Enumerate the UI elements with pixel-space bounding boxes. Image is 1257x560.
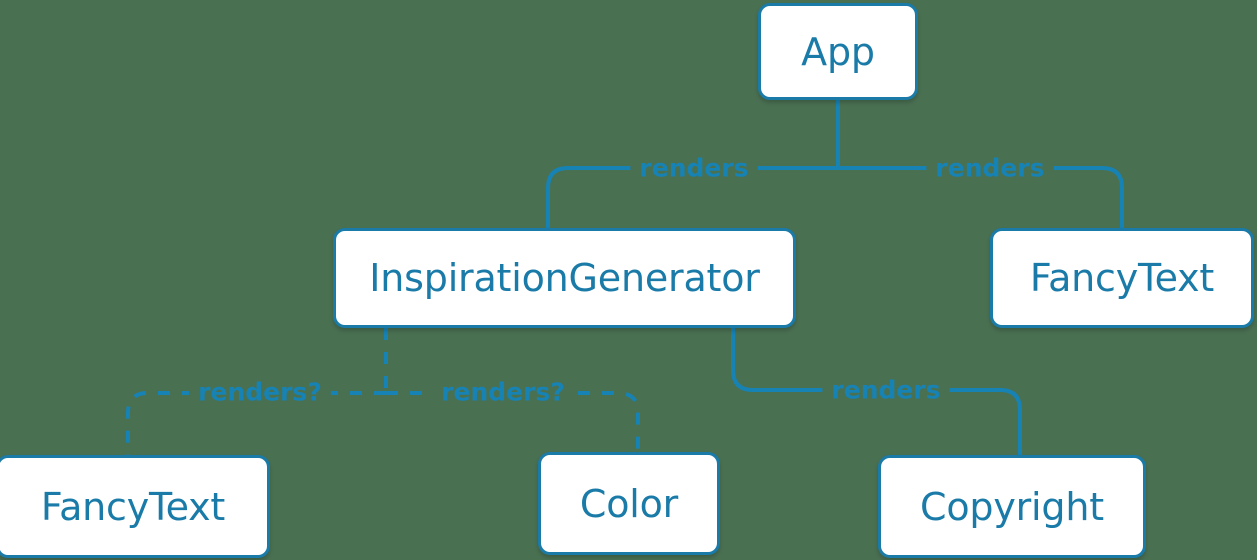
node-label-inspirationgenerator: InspirationGenerator [369,256,760,300]
node-fancytext-left[interactable]: FancyText [0,455,270,558]
node-copyright[interactable]: Copyright [878,455,1146,558]
node-fancytext-right[interactable]: FancyText [990,228,1254,328]
edge-label-inspirationgenerator-to-copyright: renders [831,375,941,405]
node-label-app: App [801,29,875,74]
node-label-copyright: Copyright [920,484,1104,529]
node-app[interactable]: App [758,3,918,100]
edge-app-to-inspirationgenerator [546,166,838,228]
node-inspirationgenerator[interactable]: InspirationGenerator [333,228,796,328]
edge-app-to-fancytext-right [838,166,1124,228]
edge-label-mask [926,151,1054,185]
edge-label-inspirationgenerator-to-color: renders? [441,377,565,407]
node-label-fancytext-left: FancyText [40,484,226,529]
edge-label-mask [630,151,758,185]
edge-label-mask [432,375,574,409]
edge-label-app-to-fancytext-right: renders [935,153,1045,183]
node-color[interactable]: Color [538,452,720,555]
node-label-color: Color [579,481,679,526]
node-label-fancytext-right: FancyText [1029,256,1215,300]
edge-label-inspirationgenerator-to-fancytext-left: renders? [198,377,322,407]
edge-inspirationgenerator-to-color [386,391,640,452]
edge-label-app-to-inspirationgenerator: renders [639,153,749,183]
edge-label-mask [822,373,950,407]
edge-label-mask [189,375,331,409]
edge-inspirationgenerator-to-fancytext-left [126,391,386,455]
